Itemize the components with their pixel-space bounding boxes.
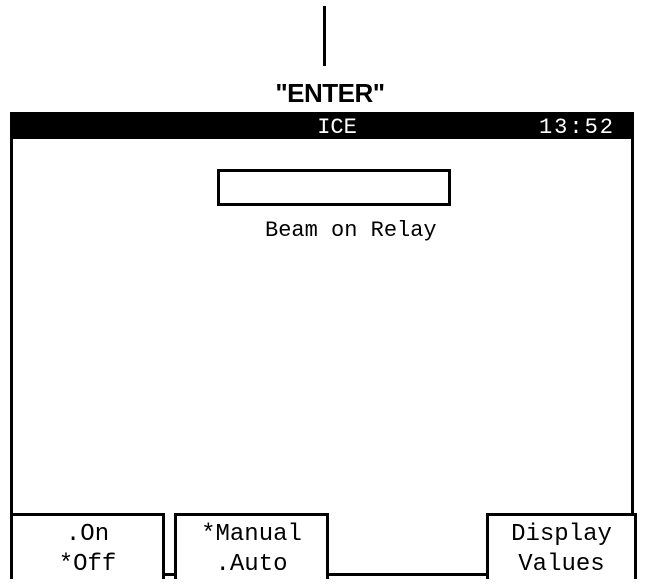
- relay-label: Beam on Relay: [265, 218, 437, 243]
- softkey-manual-auto-line1: *Manual: [201, 521, 302, 548]
- softkey-on-off[interactable]: .On *Off: [10, 513, 165, 579]
- softkey-display-values-line2: Values: [518, 551, 605, 578]
- device-screen: ICE 13:52 Beam on Relay .On *Off *Manual…: [10, 112, 637, 579]
- clock-display: 13:52: [538, 115, 615, 140]
- softkey-display-values-line1: Display: [511, 521, 612, 548]
- title-bar: ICE 13:52: [13, 115, 631, 140]
- entry-field[interactable]: [217, 169, 451, 206]
- screen-title: ICE: [317, 115, 357, 140]
- enter-callout-label: "ENTER": [275, 78, 385, 108]
- softkey-on-off-line2: *Off: [58, 551, 117, 578]
- softkey-on-off-line1: .On: [65, 521, 110, 548]
- pointer-line: [323, 6, 326, 66]
- softkey-display-values[interactable]: Display Values: [486, 513, 637, 579]
- softkey-manual-auto[interactable]: *Manual .Auto: [174, 513, 329, 579]
- softkey-manual-auto-line2: .Auto: [215, 551, 288, 578]
